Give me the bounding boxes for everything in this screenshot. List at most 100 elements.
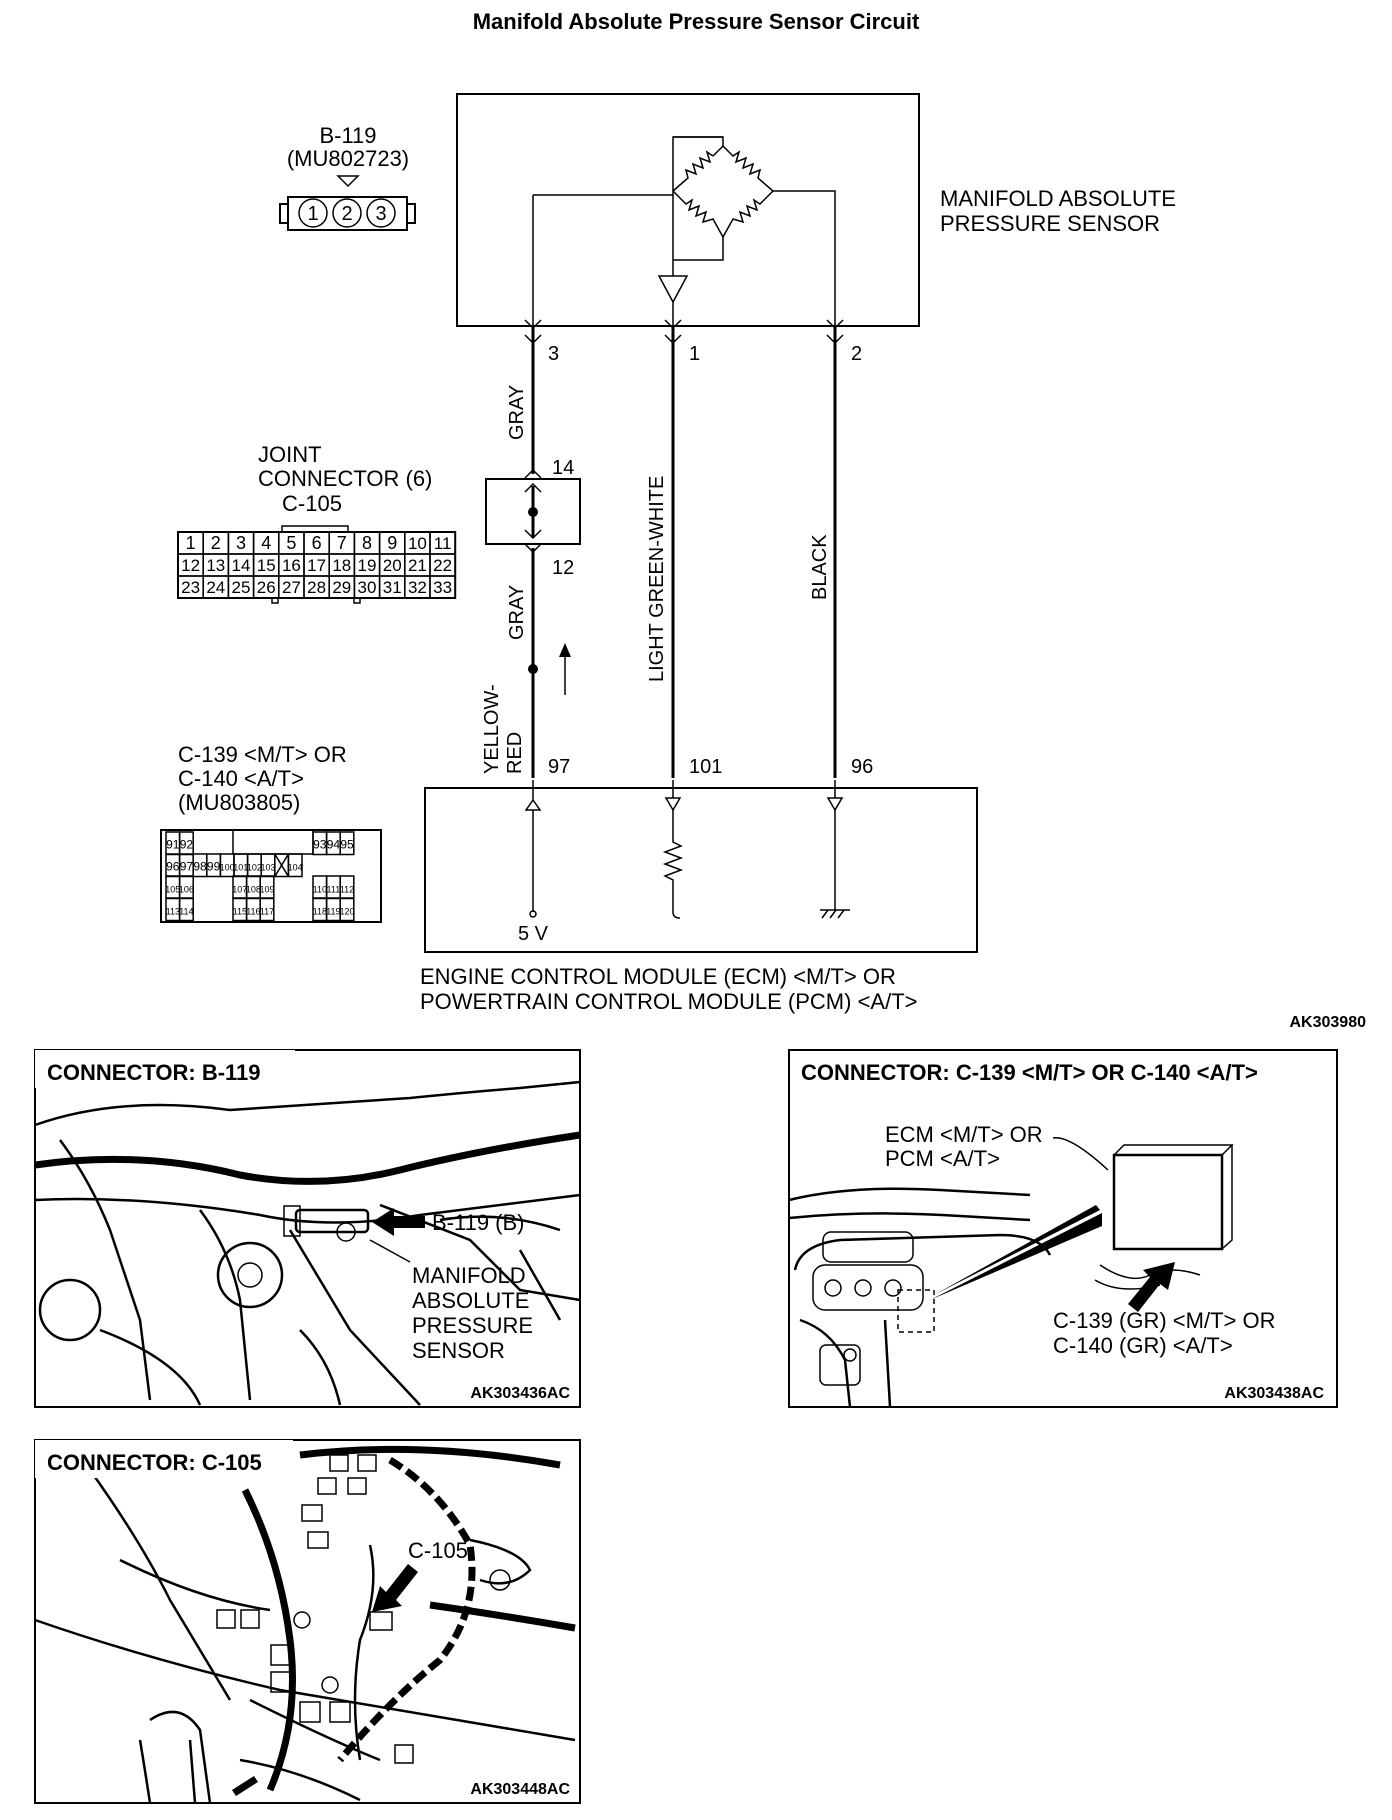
ecm-pin-109: 109: [259, 885, 274, 895]
joint-connector-splice: [485, 468, 581, 554]
ecm-pin-113: 113: [166, 907, 180, 917]
ecm-pin-102: 102: [247, 863, 262, 873]
ecm-pin-95: 95: [340, 838, 354, 852]
ecm-pin-97-label: 97: [548, 756, 570, 778]
panel-connector-c105: CONNECTOR: C-105 C-105 AK303448AC: [34, 1439, 581, 1804]
joint-pin-14: 14: [232, 556, 251, 575]
joint-connector-id: C-105: [282, 491, 342, 516]
ecm-pin-103: 103: [260, 863, 275, 873]
wire-pin2: [826, 319, 844, 778]
ecm-pin-110: 110: [313, 885, 327, 895]
panel-b119-label-line4: SENSOR: [412, 1338, 505, 1363]
panel-c139-module-line1: ECM <M/T> OR: [885, 1122, 1043, 1147]
ecm-pin-118: 118: [313, 907, 327, 917]
panel-b119-label-line2: ABSOLUTE: [412, 1288, 529, 1313]
ecm-pin-111: 111: [327, 885, 341, 895]
joint-pin-30: 30: [358, 578, 377, 597]
ecm-pin-98: 98: [193, 860, 207, 874]
bridge-resistor-lr: [722, 190, 774, 238]
panel-c139-callout-arrow-icon: [1128, 1262, 1175, 1312]
sensor-pin-1-label: 1: [689, 343, 700, 365]
wire-color-gray-lower: GRAY: [506, 585, 528, 640]
sensor-label-line1: MANIFOLD ABSOLUTE: [940, 186, 1176, 211]
wire-color-yellow-line2: RED: [504, 732, 526, 774]
joint-pin-3: 3: [236, 533, 246, 553]
panel-c105-title: CONNECTOR: C-105: [47, 1450, 262, 1475]
joint-pin-6: 6: [312, 533, 322, 553]
joint-pin-23: 23: [181, 578, 200, 597]
sensor-box: [456, 93, 920, 332]
joint-pin-20: 20: [383, 556, 402, 575]
panel-c139-conn-line2: C-140 (GR) <A/T>: [1053, 1333, 1233, 1358]
joint-pin-4: 4: [261, 533, 271, 553]
joint-pin-8: 8: [362, 533, 372, 553]
joint-pin-13: 13: [206, 556, 225, 575]
joint-pin-21: 21: [408, 556, 427, 575]
panel-connector-b119: CONNECTOR: B-119 B-119 (B) MANIFOLD ABSO…: [34, 1049, 581, 1408]
joint-pin-7: 7: [337, 533, 347, 553]
panel-c139-title: CONNECTOR: C-139 <M/T> OR C-140 <A/T>: [801, 1060, 1258, 1085]
panel-b119-title: CONNECTOR: B-119: [47, 1060, 261, 1085]
joint-pin-24: 24: [206, 578, 225, 597]
b119-pin-2: 2: [341, 203, 352, 225]
joint-pin-28: 28: [307, 578, 326, 597]
ecm-pin-114: 114: [179, 907, 193, 917]
panel-c139-module-line2: PCM <A/T>: [885, 1146, 1000, 1171]
ecm-pin-120: 120: [339, 907, 354, 917]
ecm-pin-91: 91: [166, 838, 180, 852]
ecm-pin-112: 112: [340, 885, 354, 895]
b119-connector-id: B-119: [319, 123, 376, 148]
ecm-pin-107: 107: [232, 885, 247, 895]
joint-connector-label-line2: CONNECTOR (6): [258, 466, 432, 491]
ecm-connector-part-number: (MU803805): [178, 790, 300, 815]
panel-b119-callout: B-119 (B): [432, 1210, 525, 1235]
joint-pin-10: 10: [408, 534, 427, 553]
ecm-label-line2: POWERTRAIN CONTROL MODULE (PCM) <A/T>: [420, 989, 918, 1014]
joint-pin-19: 19: [358, 556, 377, 575]
joint-pin-29: 29: [332, 578, 351, 597]
b119-pin-1: 1: [307, 203, 318, 225]
figure-code: AK303980: [1290, 1014, 1367, 1031]
joint-pin-12-label: 12: [552, 557, 574, 579]
joint-pin-5: 5: [286, 533, 296, 553]
joint-pin-33: 33: [433, 578, 452, 597]
b119-pin-3: 3: [375, 203, 386, 225]
ecm-pin-106: 106: [179, 885, 194, 895]
sensor-amplifier-symbol: [657, 275, 689, 304]
panel-b119-label-line3: PRESSURE: [412, 1313, 533, 1338]
bridge-resistor-ur: [722, 145, 774, 192]
panel-c105-code: AK303448AC: [470, 1781, 570, 1798]
wire-pin1: [664, 319, 682, 778]
ecm-pin-96: 96: [166, 860, 180, 874]
ecm-pin-100: 100: [220, 863, 235, 873]
wire-splice-dot: [528, 664, 538, 674]
panel-c105-callout-arrow-icon: [372, 1564, 418, 1612]
panel-b119-code: AK303436AC: [470, 1385, 570, 1402]
ecm-pin-99: 99: [207, 860, 221, 874]
joint-pin-31: 31: [383, 578, 402, 597]
joint-pin-11: 11: [434, 534, 452, 553]
panel-b119-engine-photo: [34, 1080, 581, 1406]
sensor-label-line2: PRESSURE SENSOR: [940, 211, 1160, 236]
ecm-pin-101: 101: [233, 863, 248, 873]
panel-c139-dashboard-drawing: [788, 1144, 1234, 1408]
ecm-pin-116: 116: [246, 907, 260, 917]
joint-pin-32: 32: [408, 578, 427, 597]
joint-pin-2: 2: [211, 533, 221, 553]
joint-pin-25: 25: [232, 578, 251, 597]
joint-pin-22: 22: [433, 556, 452, 575]
ecm-pin-105: 105: [165, 885, 180, 895]
ecm-pin-101-label: 101: [689, 756, 722, 778]
joint-pin-16: 16: [282, 556, 301, 575]
panel-b119-label-line1: MANIFOLD: [412, 1263, 526, 1288]
ecm-pin-119: 119: [326, 907, 340, 917]
joint-pin-27: 27: [282, 578, 301, 597]
joint-pin-14-label: 14: [552, 457, 574, 479]
panel-c139-conn-line1: C-139 (GR) <M/T> OR: [1053, 1308, 1275, 1333]
ecm-pin-104: 104: [288, 863, 303, 873]
joint-pin-18: 18: [332, 556, 351, 575]
joint-pin-9: 9: [387, 533, 397, 553]
